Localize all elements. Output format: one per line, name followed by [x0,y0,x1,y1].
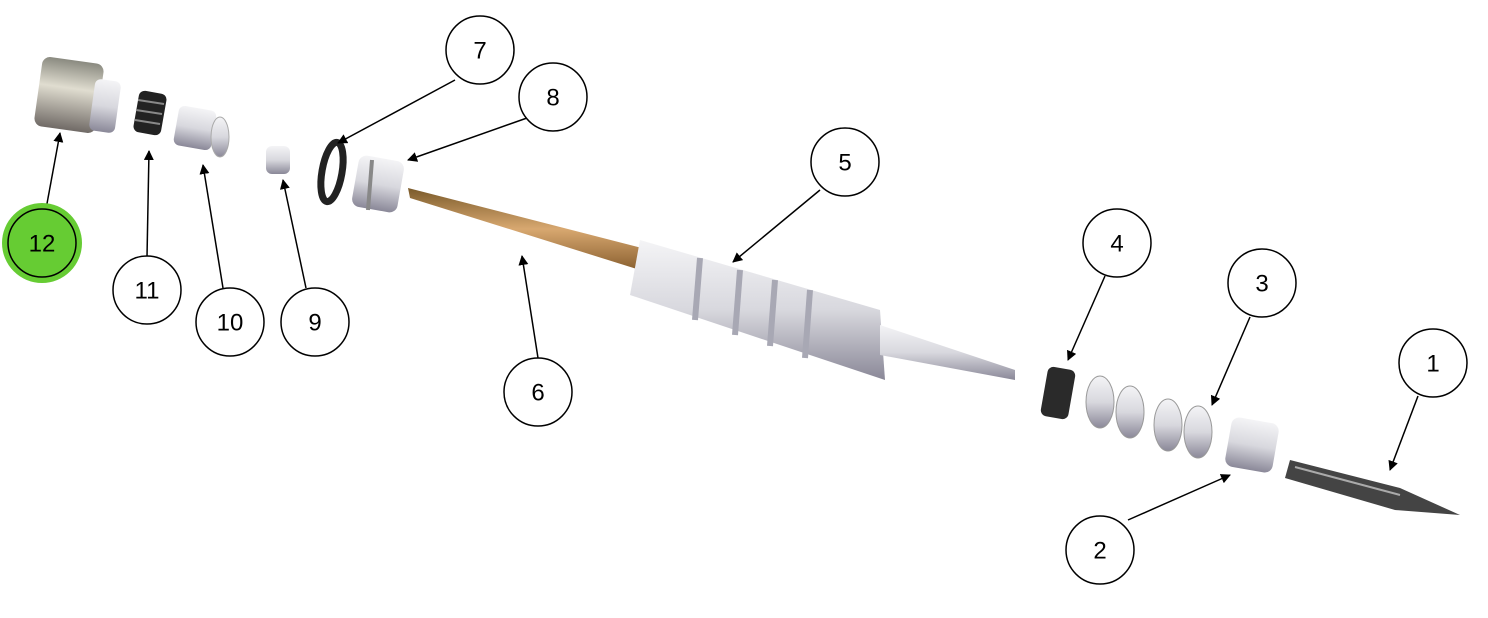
callout-circle [503,357,573,427]
callout-label: 2 [1093,538,1106,565]
callout-1: 1 [1398,328,1468,398]
callout-7: 7 [445,15,515,85]
callout-11: 11 [112,255,182,325]
part-9-washer [266,146,290,174]
leader-arrow-12 [45,132,64,210]
callout-label: 10 [217,310,244,337]
callout-circle [1227,248,1297,318]
callout-circle [7,208,77,278]
part-6-rod [408,188,642,270]
callout-circle [1065,515,1135,585]
callout-label: 9 [308,310,321,337]
callout-8: 8 [518,62,588,132]
callout-circle [280,287,350,357]
callout-10: 10 [195,287,265,357]
callout-circle [518,62,588,132]
callout-label: 12 [29,231,56,258]
callout-label: 4 [1110,231,1123,258]
callout-5: 5 [810,127,880,197]
leader-arrow-2 [1127,474,1231,521]
callout-3: 3 [1227,248,1297,318]
leader-arrow-8 [407,117,528,162]
callout-circle [1398,328,1468,398]
leader-arrow-4 [1067,275,1106,361]
leader-arrows [45,79,1419,521]
callout-circle [112,255,182,325]
part-8-seal-holder [352,155,404,213]
callout-12: 12 [2,203,82,283]
callout-label: 8 [546,85,559,112]
leader-arrow-6 [518,255,539,359]
callout-6: 6 [503,357,573,427]
leader-arrow-9 [279,179,307,289]
part-5-body [630,240,1015,380]
leader-arrow-7 [337,79,456,144]
callout-label: 5 [838,150,851,177]
callout-label: 3 [1255,271,1268,298]
callout-circle [810,127,880,197]
part-10-bushing [173,105,230,158]
part-4-nut [1040,366,1076,420]
callout-9: 9 [280,287,350,357]
callout-circle [1082,208,1152,278]
callout-4: 4 [1082,208,1152,278]
part-7-o-ring [317,138,347,206]
part-2-bushing [1225,417,1279,473]
leader-arrow-3 [1210,316,1251,406]
callout-circle [445,15,515,85]
part-3-washers [1085,375,1213,459]
part-12-cap-nut [34,57,121,133]
leader-arrow-5 [732,189,821,263]
part-11-spring [133,90,167,136]
callout-label: 6 [531,380,544,407]
callout-2: 2 [1065,515,1135,585]
part-1-tip [1285,460,1460,515]
callout-label: 1 [1426,351,1439,378]
leader-arrow-1 [1388,395,1419,471]
callout-circle [195,287,265,357]
leader-arrow-10 [199,164,224,289]
callout-label: 7 [473,38,486,65]
leader-arrow-11 [143,150,154,258]
callout-label: 11 [135,278,160,305]
